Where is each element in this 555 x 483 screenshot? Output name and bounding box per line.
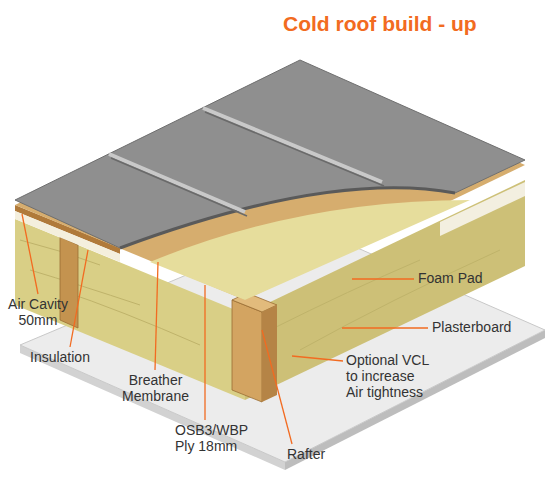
- metal-roof-sheet: [15, 60, 525, 248]
- leader-line: [22, 214, 38, 294]
- leader-line: [292, 356, 343, 361]
- rafter-side: [262, 305, 277, 402]
- metal-cut-edge: [120, 188, 455, 248]
- part-label: Optional VCL to increase Air tightness: [346, 352, 433, 400]
- deck-layer: [15, 60, 525, 300]
- part-label: OSB3/WBP Ply 18mm: [175, 422, 255, 454]
- part-label: Breather Membrane: [118, 372, 193, 404]
- seam-shadow: [111, 158, 247, 216]
- leader-line: [204, 285, 205, 420]
- leader-line: [352, 278, 414, 279]
- part-label: Foam Pad: [418, 270, 483, 286]
- seam-shadow: [205, 112, 384, 186]
- part-label: Plasterboard: [432, 319, 511, 335]
- standing-seam: [203, 108, 382, 182]
- part-label: Insulation: [30, 349, 90, 365]
- rafter-side: [60, 237, 78, 328]
- rafter-front: [232, 300, 262, 402]
- part-label: Air Cavity 50mm: [2, 296, 74, 328]
- leader-line: [342, 327, 428, 328]
- leader-line: [262, 330, 292, 444]
- leader-lines: [22, 214, 428, 444]
- part-label: Rafter: [287, 446, 325, 462]
- leader-line: [155, 262, 158, 370]
- diagram-title: Cold roof build - up: [283, 12, 477, 36]
- leader-line: [70, 250, 88, 347]
- standing-seam: [109, 154, 245, 212]
